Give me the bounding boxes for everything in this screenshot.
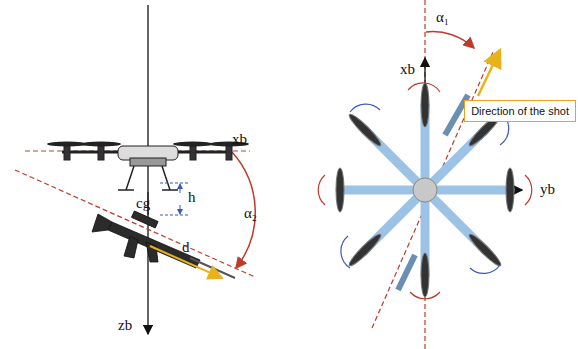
axis-label: xb (400, 62, 415, 77)
dimension-label: d (182, 240, 190, 255)
callout-box: Direction of the shot (464, 100, 576, 122)
angle-label: α₁ (436, 10, 449, 25)
axis-label: zb (118, 318, 132, 333)
dimension-label: h (188, 190, 196, 205)
angle-label: α₂ (244, 206, 257, 221)
axis-label: yb (540, 182, 555, 197)
point-label: cg (136, 196, 150, 211)
callout-text: Direction of the shot (471, 105, 569, 117)
axis-label: xb (232, 132, 247, 147)
